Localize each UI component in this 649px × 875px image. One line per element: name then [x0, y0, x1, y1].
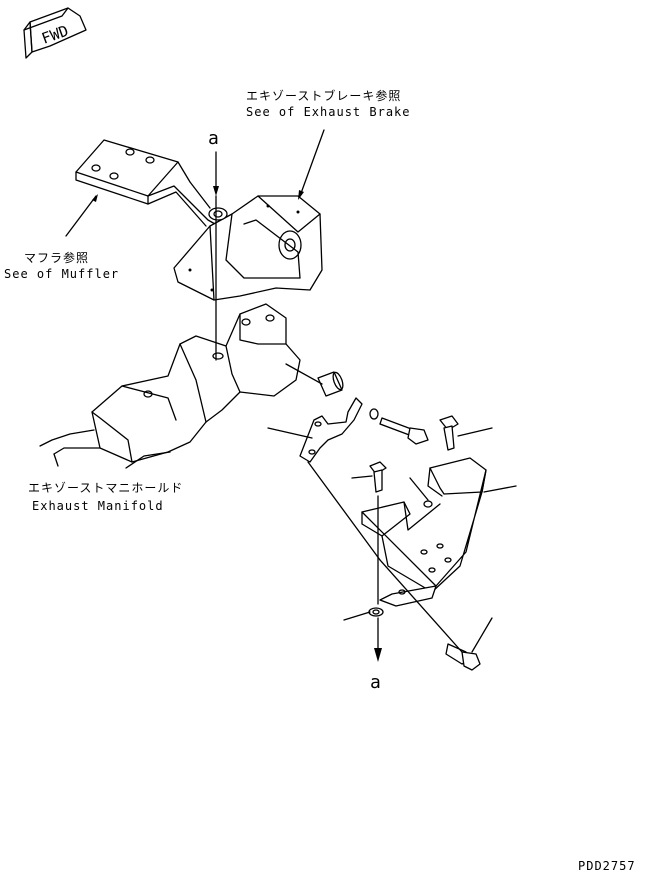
short-bolt-upper	[439, 415, 459, 451]
short-bolt-middle	[369, 461, 387, 493]
muffler-label-jp: マフラ参照	[24, 251, 90, 265]
bottom-washer	[368, 607, 384, 617]
exhaust-brake-label-jp: エキゾーストブレーキ参照	[246, 89, 402, 103]
washer-and-bolt	[369, 408, 429, 445]
spacer-sleeve	[285, 363, 344, 397]
drawing-number: PDD2757	[578, 859, 636, 873]
exhaust-manifold	[39, 303, 301, 469]
exhaust-brake-label-en: See of Exhaust Brake	[246, 105, 411, 119]
leader-lines	[65, 129, 517, 653]
muffler-bracket	[75, 139, 223, 229]
manifold-label-en: Exhaust Manifold	[32, 499, 164, 513]
mounting-bracket	[361, 457, 487, 607]
muffler-label-en: See of Muffler	[4, 267, 120, 281]
reference-mark-top: a	[208, 128, 219, 149]
bottom-bolt	[445, 643, 481, 671]
exhaust-brake-housing	[173, 195, 323, 301]
assembly-center-lines	[213, 151, 463, 662]
small-bracket	[299, 397, 363, 463]
fwd-arrow-icon: FWD	[23, 7, 87, 59]
reference-mark-bottom: a	[370, 672, 381, 693]
manifold-label-jp: エキゾーストマニホールド	[28, 481, 184, 495]
